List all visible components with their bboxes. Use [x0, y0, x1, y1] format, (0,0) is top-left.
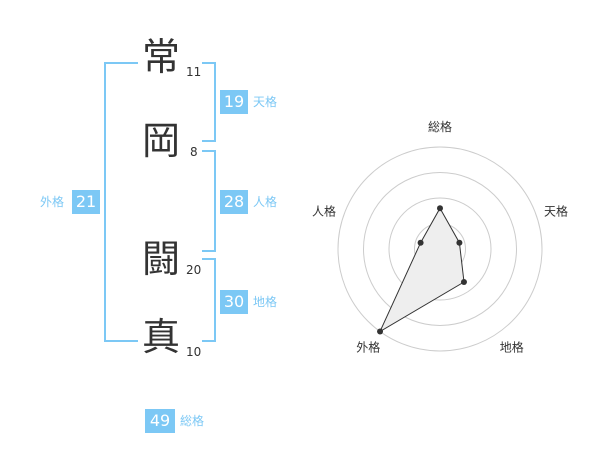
- name-char-3: 闘: [142, 237, 181, 281]
- tenkaku-value-badge: 19: [220, 90, 248, 114]
- radar-point-4: [417, 239, 424, 246]
- tenkaku-bracket: [202, 62, 216, 142]
- stroke-count-1: 11: [186, 65, 202, 79]
- radar-axis-label: 人格: [312, 203, 336, 218]
- radar-point-0: [437, 205, 443, 212]
- chikaku-value-badge: 30: [220, 290, 248, 314]
- jinkaku-value-badge: 28: [220, 190, 248, 214]
- radar-axis-label: 天格: [544, 203, 568, 218]
- gaikaku-value-badge: 21: [72, 190, 100, 214]
- radar-point-2: [460, 279, 467, 286]
- stroke-count-3: 20: [186, 263, 202, 277]
- stroke-count-2: 8: [190, 145, 198, 159]
- gaikaku-label: 外格: [40, 195, 65, 209]
- name-char-1: 常: [142, 35, 181, 79]
- radar-axis-label: 外格: [356, 340, 380, 355]
- radar-series-polygon: [378, 207, 465, 333]
- jinkaku-bracket: [202, 150, 216, 252]
- radar-grid-ring: [388, 197, 492, 301]
- radar-axis-label: 地格: [500, 340, 524, 355]
- soukaku-value-badge: 49: [145, 409, 175, 433]
- chikaku-label: 地格: [253, 295, 278, 309]
- stroke-count-4: 10: [186, 345, 202, 359]
- soukaku-label: 総格: [180, 414, 205, 428]
- gaikaku-bracket: [104, 62, 138, 342]
- radar-grid-ring: [363, 172, 517, 326]
- radar-grid-ring: [337, 146, 543, 352]
- name-char-2: 岡: [142, 119, 181, 163]
- name-char-4: 真: [142, 315, 181, 359]
- tenkaku-label: 天格: [253, 95, 278, 109]
- radar-point-3: [377, 328, 384, 335]
- radar-point-1: [456, 239, 463, 246]
- chikaku-bracket: [202, 258, 216, 342]
- jinkaku-label: 人格: [253, 195, 278, 209]
- radar-axis-label: 総格: [428, 119, 452, 134]
